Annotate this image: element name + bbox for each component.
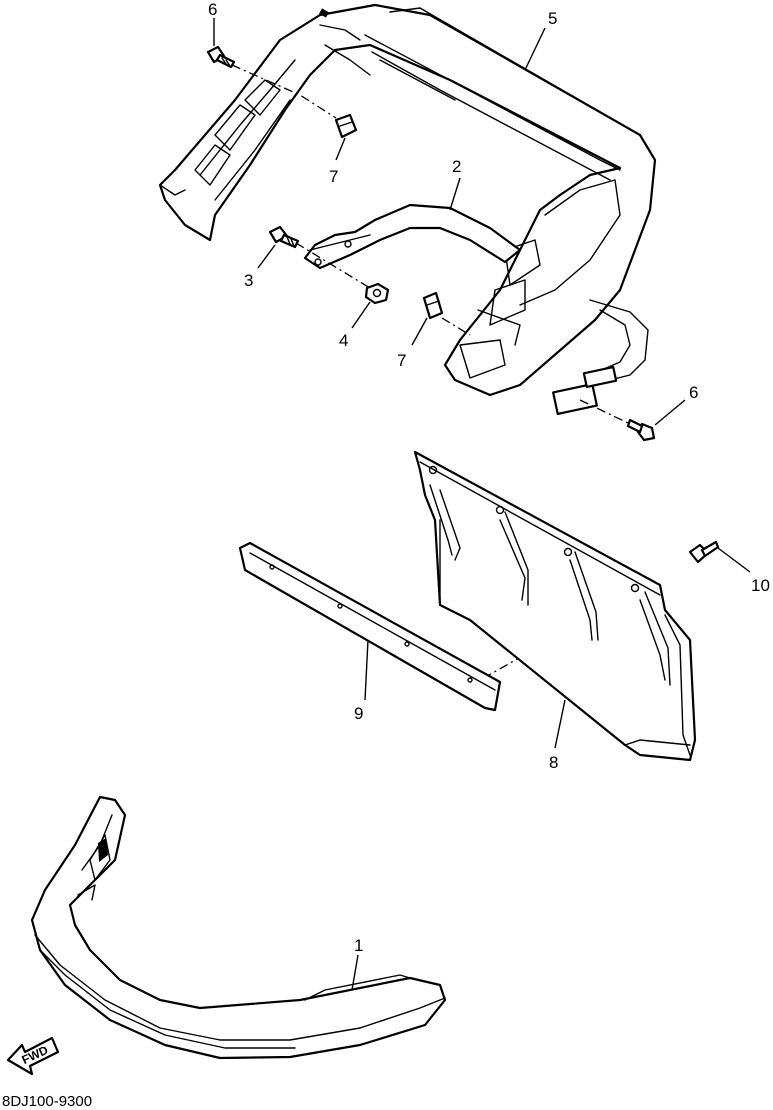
callout-6-upper: 6: [208, 0, 217, 19]
fwd-arrow: FWD: [6, 1036, 60, 1076]
part-3-bolt: [268, 225, 300, 249]
callout-9: 9: [354, 704, 363, 723]
callout-3: 3: [244, 271, 253, 290]
callout-labels: 6 5 7 2 3 4 7 6 10 9 8 1: [208, 0, 770, 955]
part-6-bolt-upper: [206, 45, 236, 69]
drawing-code: 8DJ100-9300: [2, 1093, 93, 1110]
callout-10: 10: [751, 576, 770, 595]
callout-5: 5: [548, 9, 557, 28]
leader-lines: [213, 18, 751, 991]
part-2-bracket: [303, 203, 522, 270]
part-8-mud-flap: [413, 450, 697, 762]
callout-2: 2: [452, 157, 461, 176]
part-10-rivet: [688, 540, 720, 564]
part-1-front-bumper: [30, 795, 447, 1060]
part-9-plate-strip: [238, 541, 502, 712]
callout-4: 4: [339, 331, 348, 350]
callout-8: 8: [549, 753, 558, 772]
part-5-rear-carrier: [158, 3, 657, 416]
part-4-nut: [364, 282, 390, 305]
callout-7-upper: 7: [329, 167, 338, 186]
callout-6-lower: 6: [689, 383, 698, 402]
assembly-centerlines: [231, 64, 641, 681]
part-7-clip-upper: [334, 113, 358, 139]
callout-7-lower: 7: [397, 351, 406, 370]
part-6-bolt-lower: [626, 418, 656, 442]
callout-1: 1: [354, 936, 363, 955]
part-7-clip-lower: [422, 291, 444, 320]
